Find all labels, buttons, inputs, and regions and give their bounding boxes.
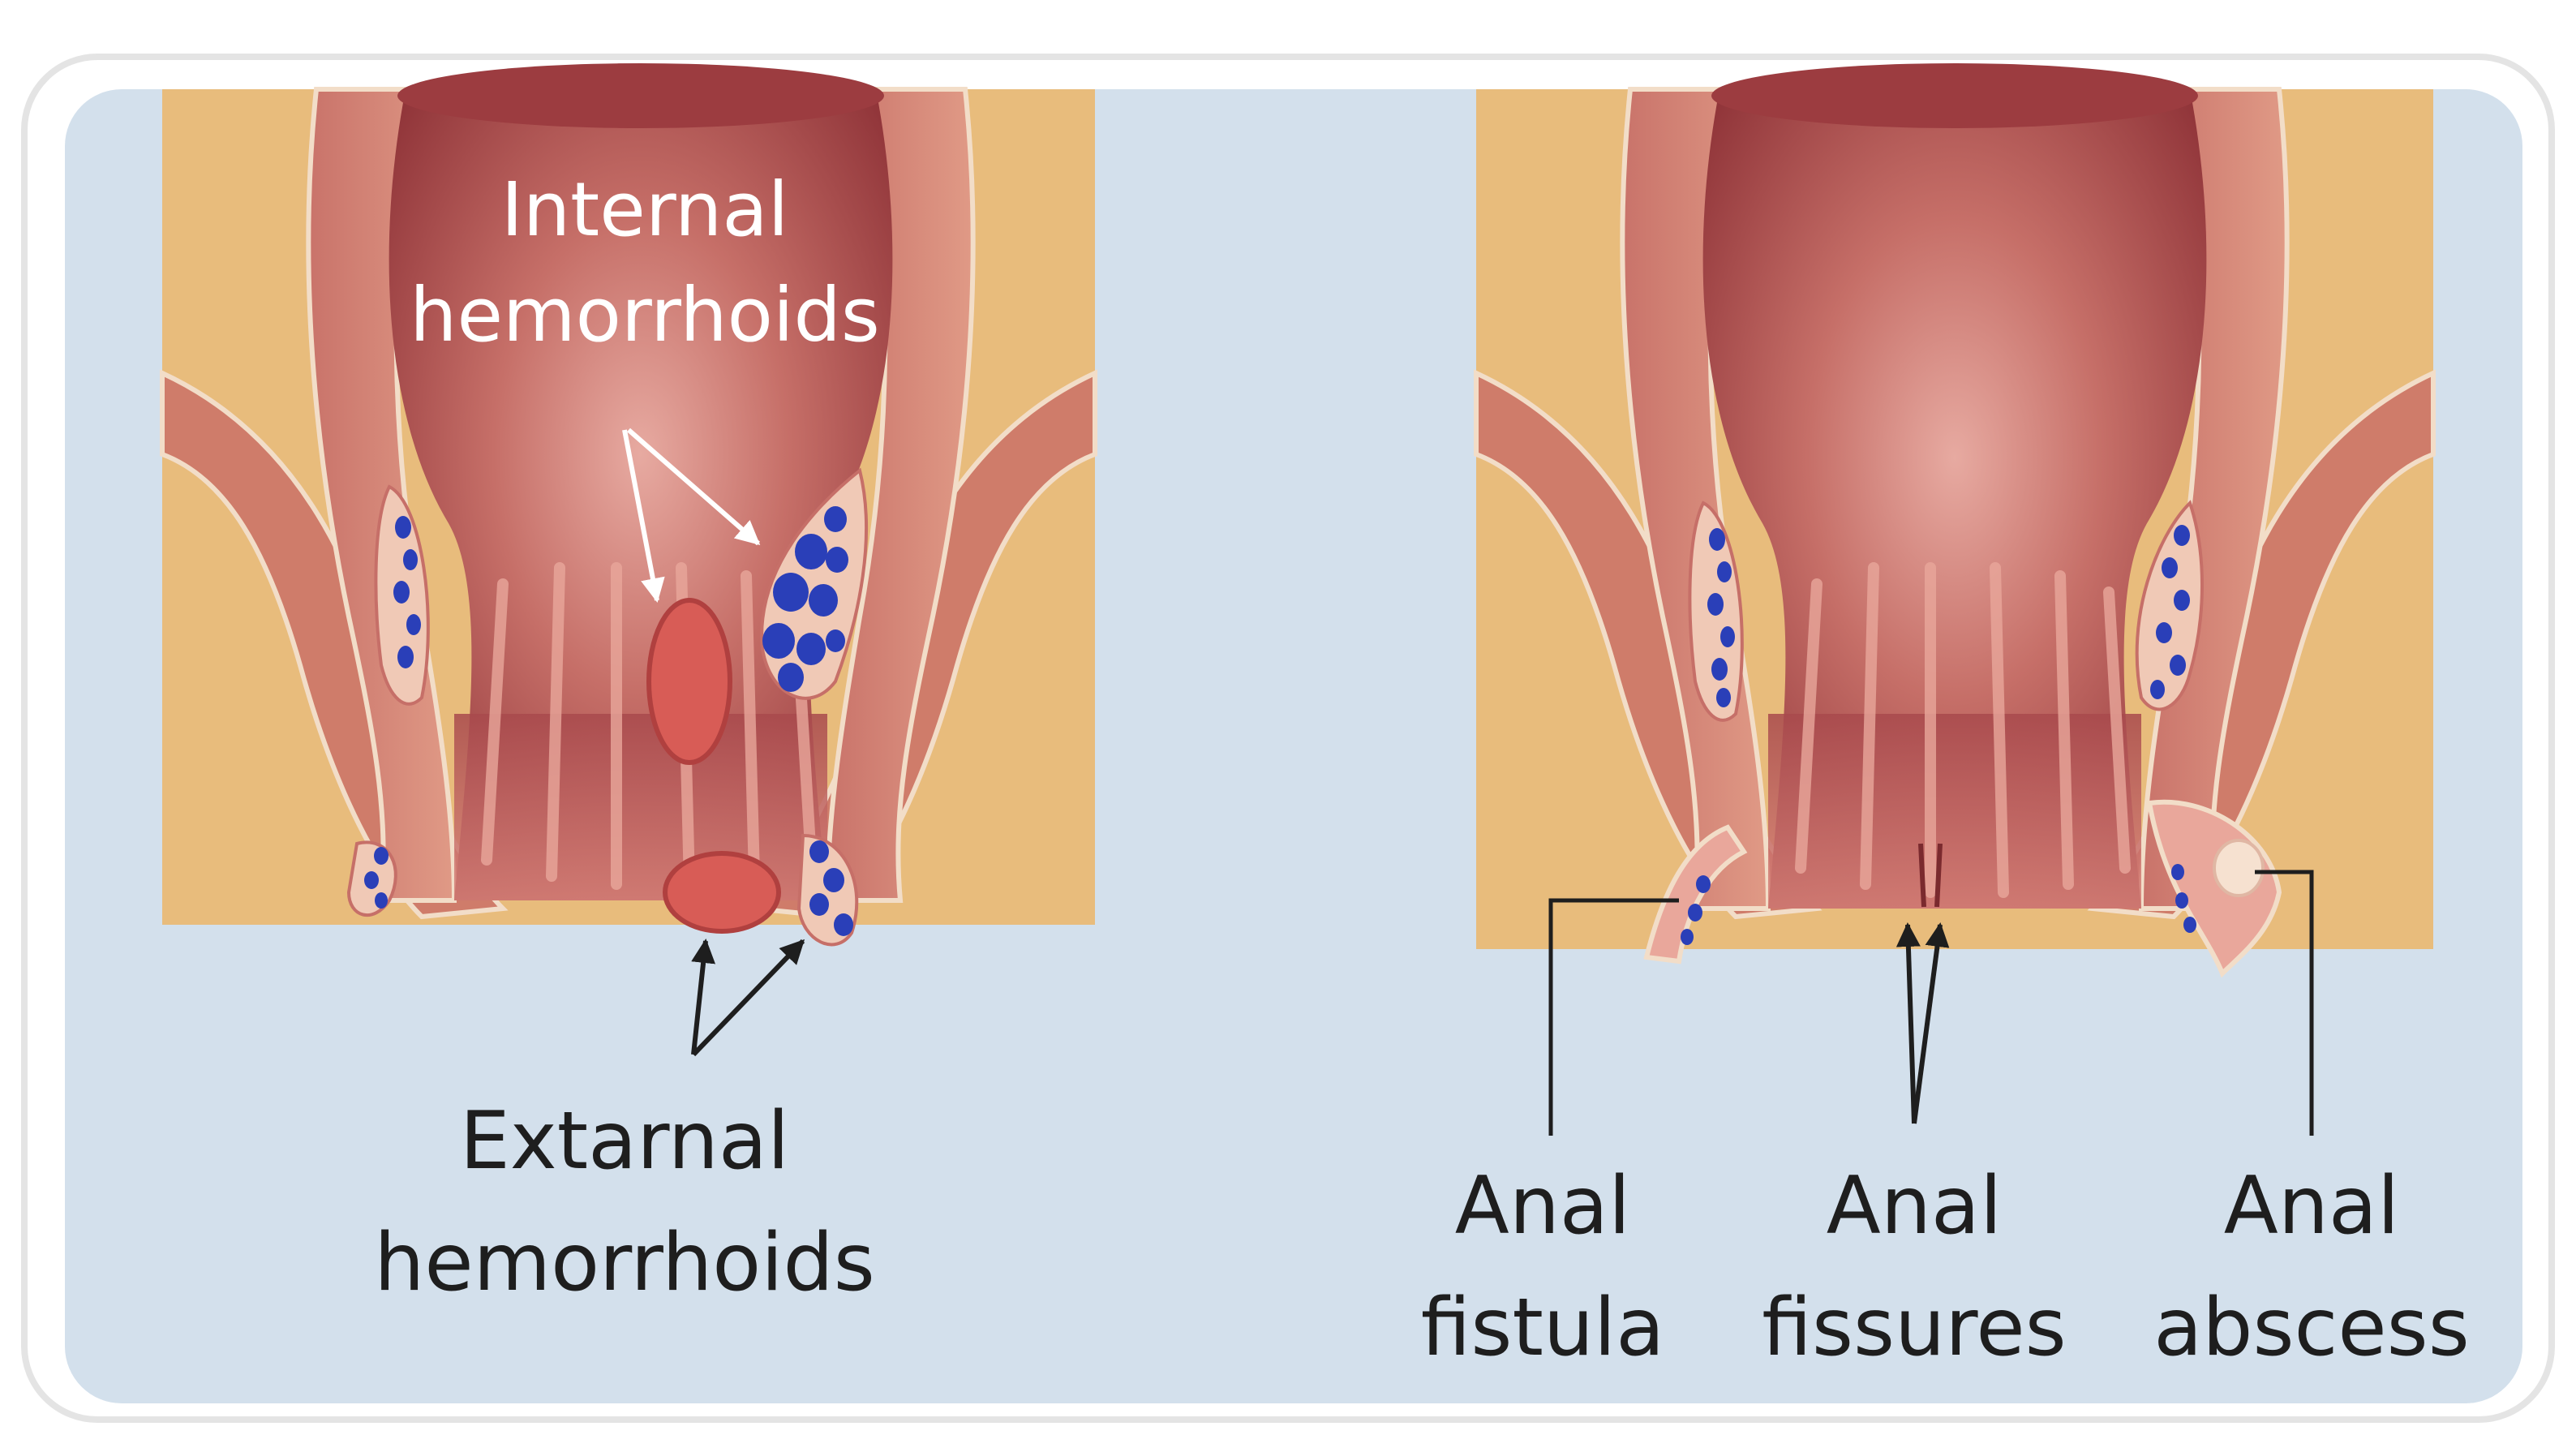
external-hemorrhoids-label-line1: Extarnal (460, 1095, 789, 1188)
anal-abscess-label-line1: Anal (2224, 1160, 2399, 1252)
right-anatomy-illustration (1476, 63, 2433, 973)
internal-hemorrhoids-label-line1: Internal (501, 166, 789, 253)
internal-hemorrhoids-label-line2: hemorrhoids (410, 272, 880, 359)
anal-fissures-label-line2: fissures (1762, 1282, 2066, 1374)
anal-fistula-label-line1: Anal (1455, 1160, 1630, 1252)
anal-fistula-label-line2: fistula (1421, 1282, 1665, 1374)
external-hemorrhoids-label-line2: hemorrhoids (374, 1217, 875, 1309)
anal-abscess-label-line2: abscess (2153, 1282, 2470, 1374)
anal-fissures-label-line1: Anal (1827, 1160, 2002, 1252)
